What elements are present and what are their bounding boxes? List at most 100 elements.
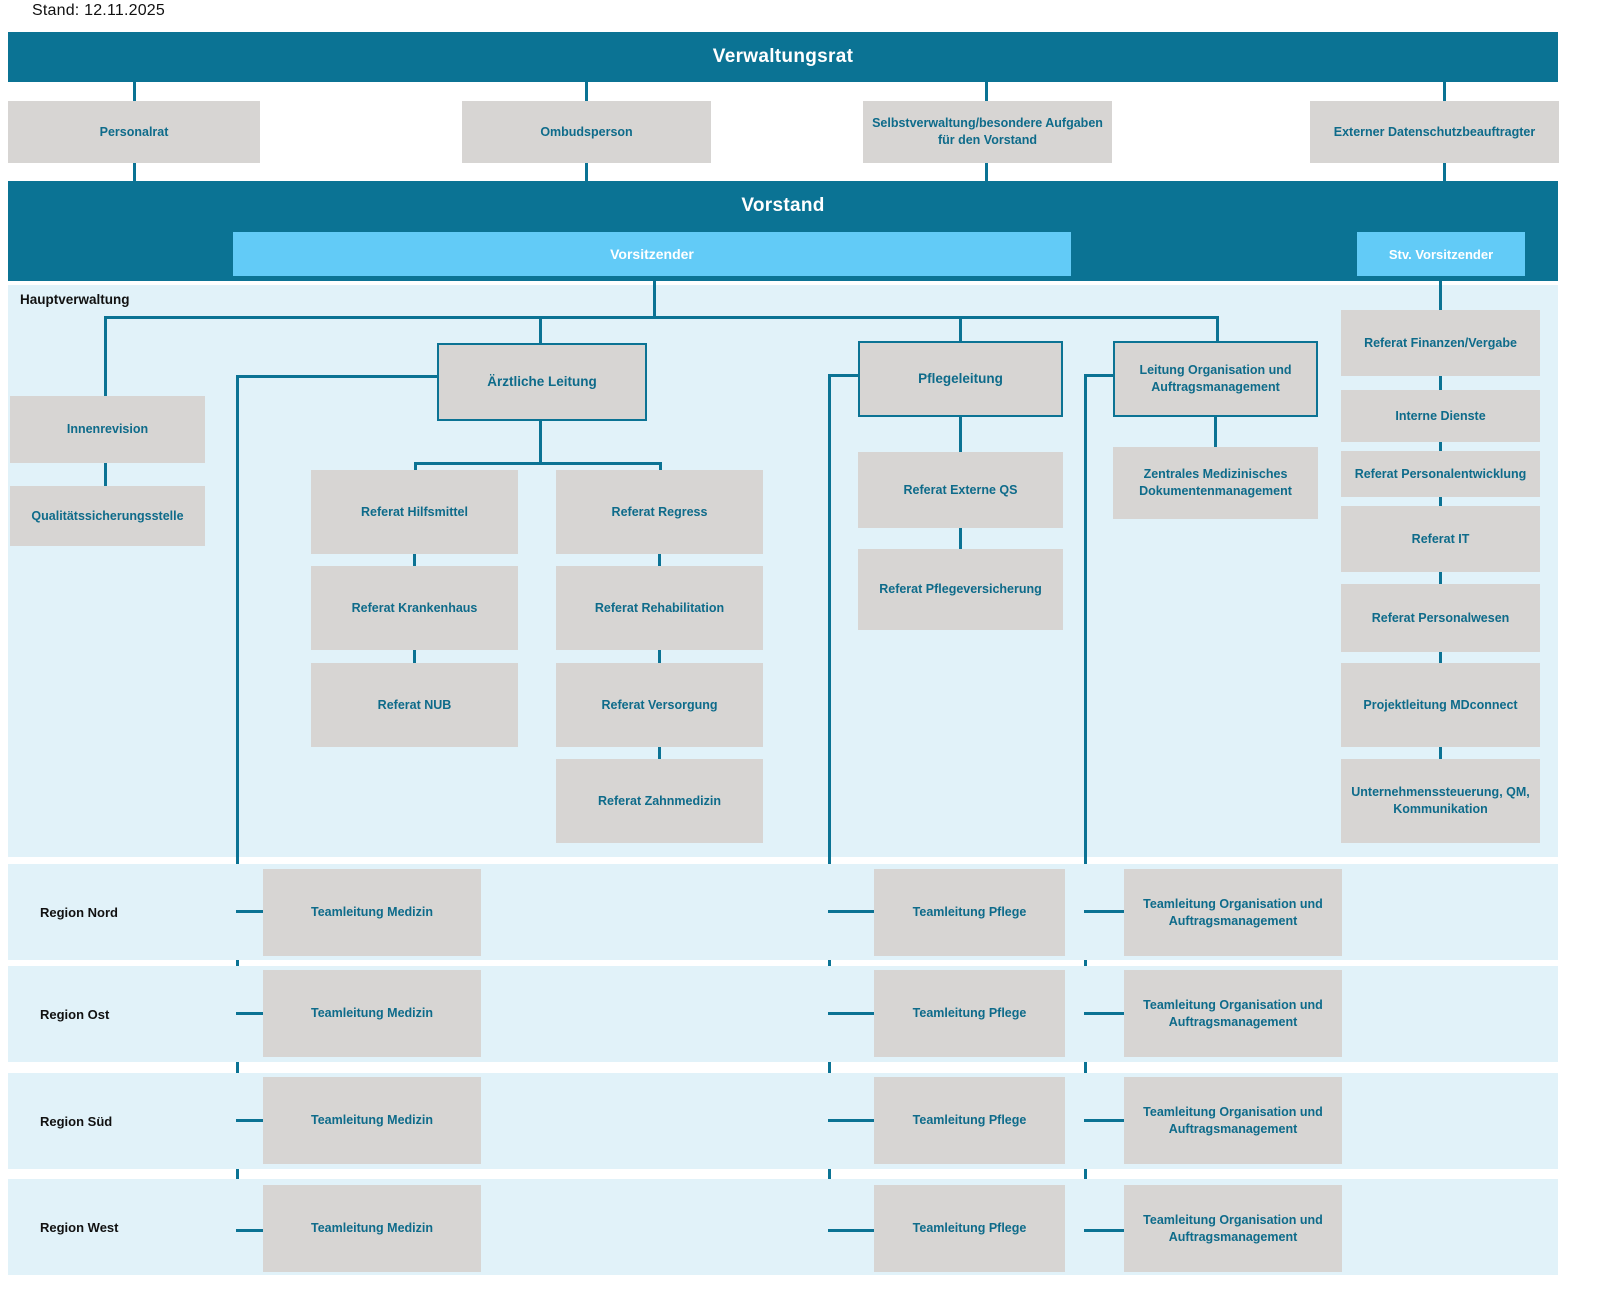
box-referat-zahnmedizin-label: Referat Zahnmedizin (598, 793, 721, 808)
connector-personalentwicklung-it (1439, 497, 1442, 506)
box-region-sued-teamleitung-medizin[interactable]: Teamleitung Medizin (263, 1077, 481, 1164)
box-pflegeleitung-label: Pflegeleitung (918, 370, 1003, 386)
box-referat-pflegeversicherung[interactable]: Referat Pflegeversicherung (858, 549, 1063, 630)
box-region-sued-teamleitung-organisation[interactable]: Teamleitung Organisation und Auftragsman… (1124, 1077, 1342, 1164)
region-ost-label: Region Ost (40, 1006, 110, 1022)
box-selbstverwaltung-label: Selbstverwaltung/besondere Aufgaben für … (872, 116, 1103, 147)
connector-it-personalwesen (1439, 572, 1442, 584)
date-stamp: Stand: 12.11.2025 (32, 2, 165, 19)
box-region-sued-teamleitung-pflege-label: Teamleitung Pflege (912, 1113, 1027, 1128)
box-zentrales-medizinisches-dokumentenmanagement[interactable]: Zentrales Medizinisches Dokumentenmanage… (1113, 447, 1318, 519)
connector-organisation-dokumentenmanagement (1214, 417, 1217, 447)
region-sued-label: Region Süd (40, 1113, 113, 1129)
connector-medizin-region-spine (236, 375, 239, 1232)
box-leitung-organisation[interactable]: Leitung Organisation und Auftragsmanagem… (1113, 341, 1318, 417)
connector-innenrevision-qs (104, 463, 107, 486)
connector-finanzen-interne-dienste (1439, 376, 1442, 390)
connector-pflege-region-spine (828, 374, 831, 1232)
box-region-west-teamleitung-organisation-label: Teamleitung Organisation und Auftragsman… (1143, 1212, 1323, 1244)
box-referat-personalentwicklung[interactable]: Referat Personalentwicklung (1341, 451, 1540, 497)
connector-sued-organisation (1084, 1119, 1126, 1122)
box-projektleitung-mdconnect[interactable]: Projektleitung MDconnect (1341, 663, 1540, 747)
box-region-nord-teamleitung-organisation[interactable]: Teamleitung Organisation und Auftragsman… (1124, 869, 1342, 956)
box-qualitaetssicherungsstelle[interactable]: Qualitätssicherungsstelle (10, 486, 205, 546)
box-stv-vorsitzender-label: Stv. Vorsitzender (1388, 246, 1494, 262)
box-unternehmenssteuerung-qm-kommunikation[interactable]: Unternehmenssteuerung, QM, Kommunikation (1341, 759, 1540, 843)
box-ombudsperson[interactable]: Ombudsperson (462, 101, 711, 163)
box-referat-personalwesen[interactable]: Referat Personalwesen (1341, 584, 1540, 652)
box-region-sued-teamleitung-medizin-label: Teamleitung Medizin (311, 1113, 433, 1128)
connector-ombudsperson-vorstand (585, 163, 588, 182)
box-referat-regress-label: Referat Regress (611, 504, 708, 519)
connector-bus-hilfsmittel (414, 462, 417, 471)
box-referat-it-label: Referat IT (1411, 531, 1470, 546)
connector-datenschutz-vorstand (1443, 163, 1446, 182)
region-west-label: Region West (40, 1219, 119, 1235)
box-referat-zahnmedizin[interactable]: Referat Zahnmedizin (556, 759, 763, 843)
connector-vr-personalrat (133, 82, 136, 103)
box-region-sued-teamleitung-pflege[interactable]: Teamleitung Pflege (874, 1077, 1065, 1164)
connector-selbstverwaltung-vorstand (985, 163, 988, 182)
box-region-ost-teamleitung-medizin[interactable]: Teamleitung Medizin (263, 970, 481, 1057)
connector-main-bus (104, 316, 1219, 319)
box-region-west-teamleitung-organisation[interactable]: Teamleitung Organisation und Auftragsman… (1124, 1185, 1342, 1272)
box-interne-dienste[interactable]: Interne Dienste (1341, 390, 1540, 442)
box-pflegeleitung[interactable]: Pflegeleitung (858, 341, 1063, 417)
box-region-nord-teamleitung-medizin[interactable]: Teamleitung Medizin (263, 869, 481, 956)
box-externer-datenschutzbeauftragter[interactable]: Externer Datenschutzbeauftragter (1310, 101, 1559, 163)
box-referat-finanzen-vergabe-label: Referat Finanzen/Vergabe (1364, 335, 1517, 350)
connector-bus-pflegeleitung (959, 316, 962, 341)
box-region-west-teamleitung-medizin[interactable]: Teamleitung Medizin (263, 1185, 481, 1272)
banner-verwaltungsrat-label: Verwaltungsrat (712, 46, 854, 67)
box-region-ost-teamleitung-organisation-label: Teamleitung Organisation und Auftragsman… (1143, 997, 1323, 1029)
connector-sued-pflege (828, 1119, 876, 1122)
box-qualitaetssicherungsstelle-label: Qualitätssicherungsstelle (31, 508, 184, 523)
box-region-nord-teamleitung-organisation-label: Teamleitung Organisation und Auftragsman… (1143, 896, 1323, 928)
connector-hilfsmittel-krankenhaus (413, 554, 416, 566)
connector-aerztliche-drop (539, 421, 542, 465)
box-referat-nub[interactable]: Referat NUB (311, 663, 518, 747)
box-region-ost-teamleitung-medizin-label: Teamleitung Medizin (311, 1006, 433, 1021)
box-region-west-teamleitung-pflege-label: Teamleitung Pflege (912, 1221, 1027, 1236)
box-region-nord-teamleitung-medizin-label: Teamleitung Medizin (311, 905, 433, 920)
connector-pflegeleitung-qs (959, 417, 962, 452)
connector-regress-rehabilitation (658, 554, 661, 566)
box-referat-it[interactable]: Referat IT (1341, 506, 1540, 572)
box-referat-versorgung[interactable]: Referat Versorgung (556, 663, 763, 747)
box-referat-pflegeversicherung-label: Referat Pflegeversicherung (879, 582, 1042, 597)
connector-vr-selbstverwaltung (985, 82, 988, 103)
connector-ost-organisation (1084, 1012, 1126, 1015)
connector-rehabilitation-versorgung (658, 650, 661, 663)
box-personalrat[interactable]: Personalrat (8, 101, 260, 163)
box-referat-krankenhaus-label: Referat Krankenhaus (351, 600, 478, 615)
banner-verwaltungsrat: Verwaltungsrat (8, 32, 1558, 82)
box-stv-vorsitzender[interactable]: Stv. Vorsitzender (1357, 232, 1525, 276)
connector-aerztliche-bus (414, 462, 662, 465)
connector-interne-dienste-personalentwicklung (1439, 442, 1442, 451)
box-referat-hilfsmittel-label: Referat Hilfsmittel (361, 504, 468, 519)
box-innenrevision[interactable]: Innenrevision (10, 396, 205, 463)
connector-west-medizin (236, 1229, 265, 1232)
box-region-ost-teamleitung-pflege[interactable]: Teamleitung Pflege (874, 970, 1065, 1057)
box-ombudsperson-label: Ombudsperson (540, 124, 633, 139)
box-region-ost-teamleitung-organisation[interactable]: Teamleitung Organisation und Auftragsman… (1124, 970, 1342, 1057)
box-region-west-teamleitung-pflege[interactable]: Teamleitung Pflege (874, 1185, 1065, 1272)
box-unternehmenssteuerung-qm-kommunikation-label: Unternehmenssteuerung, QM, Kommunikation (1351, 785, 1530, 816)
connector-nord-pflege (828, 910, 876, 913)
box-aerztliche-leitung-label: Ärztliche Leitung (487, 373, 597, 389)
box-referat-personalentwicklung-label: Referat Personalentwicklung (1354, 466, 1527, 481)
box-vorsitzender[interactable]: Vorsitzender (233, 232, 1071, 276)
box-referat-finanzen-vergabe[interactable]: Referat Finanzen/Vergabe (1341, 310, 1540, 376)
box-referat-rehabilitation[interactable]: Referat Rehabilitation (556, 566, 763, 650)
box-referat-externe-qs[interactable]: Referat Externe QS (858, 452, 1063, 528)
box-referat-krankenhaus[interactable]: Referat Krankenhaus (311, 566, 518, 650)
box-referat-personalwesen-label: Referat Personalwesen (1371, 610, 1510, 625)
box-referat-hilfsmittel[interactable]: Referat Hilfsmittel (311, 470, 518, 554)
box-region-nord-teamleitung-pflege[interactable]: Teamleitung Pflege (874, 869, 1065, 956)
connector-organisation-regionbranch-h (1084, 374, 1114, 377)
panel-hauptverwaltung (8, 285, 1558, 857)
box-aerztliche-leitung[interactable]: Ärztliche Leitung (437, 343, 647, 421)
connector-west-pflege (828, 1229, 876, 1232)
box-referat-regress[interactable]: Referat Regress (556, 470, 763, 554)
box-selbstverwaltung[interactable]: Selbstverwaltung/besondere Aufgaben für … (863, 101, 1112, 163)
